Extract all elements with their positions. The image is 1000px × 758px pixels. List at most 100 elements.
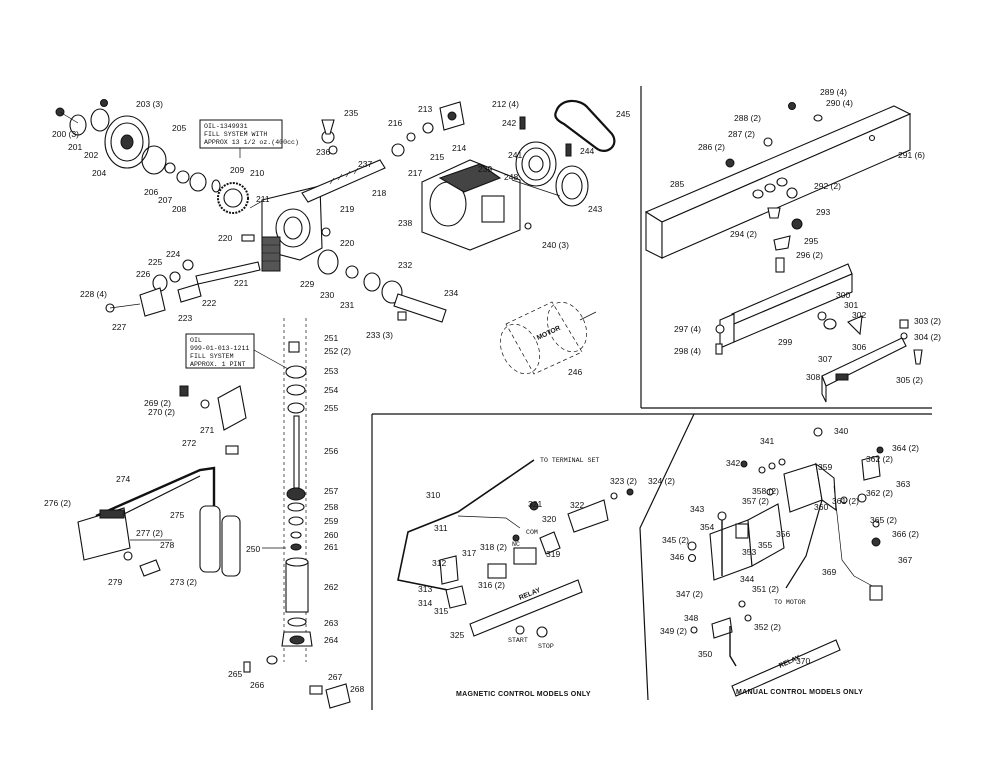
part-label: 205 <box>172 123 186 133</box>
start-label: START <box>508 637 528 644</box>
part-label: 348 <box>684 613 698 623</box>
part-label: 216 <box>388 118 402 128</box>
part-label: 253 <box>324 366 338 376</box>
part-label: 257 <box>324 486 338 496</box>
part-label: 214 <box>452 143 466 153</box>
to-terminal-label: TO TERMINAL SET <box>540 457 599 464</box>
part-label: 297 (4) <box>674 324 701 334</box>
oil-note-2-line-1: OIL <box>190 337 202 344</box>
part-label: 225 <box>148 257 162 267</box>
part-label: 365 (2) <box>870 515 897 525</box>
part-label: 324 (2) <box>648 476 675 486</box>
com-label: COM <box>526 529 538 536</box>
part-label: 366 (2) <box>892 529 919 539</box>
part-label: 278 <box>160 540 174 550</box>
part-label: 312 <box>432 558 446 568</box>
part-label: 304 (2) <box>914 332 941 342</box>
part-label: 300 <box>836 290 850 300</box>
oil-note-2-line-4: APPROX. 1 PINT <box>190 361 245 368</box>
part-label: 347 (2) <box>676 589 703 599</box>
part-label: 200 (3) <box>52 129 79 139</box>
part-label: 367 <box>898 555 912 565</box>
part-label: 209 <box>230 165 244 175</box>
part-label: 274 <box>116 474 130 484</box>
part-label: 298 (4) <box>674 346 701 356</box>
part-label: 261 <box>324 542 338 552</box>
part-label: 219 <box>340 204 354 214</box>
wiring-labels: TO TERMINAL SET COM NC START STOP TO MOT… <box>508 457 806 650</box>
part-label: 266 <box>250 680 264 690</box>
part-label: 323 (2) <box>610 476 637 486</box>
part-label: 363 <box>896 479 910 489</box>
part-label: 354 <box>700 522 714 532</box>
oil-note-2-line-2: 999-01-013-1211 <box>190 345 249 352</box>
oil-note-1-line-3: APPROX 13 1/2 oz.(400cc) <box>204 139 299 146</box>
part-label: 289 (4) <box>820 87 847 97</box>
part-label: 267 <box>328 672 342 682</box>
part-label: 264 <box>324 635 338 645</box>
part-label: 213 <box>418 104 432 114</box>
oil-note-1-line-2: FILL SYSTEM WITH <box>204 131 267 138</box>
part-label: 325 <box>450 630 464 640</box>
part-label: 223 <box>178 313 192 323</box>
part-label: 364 (2) <box>892 443 919 453</box>
part-label: 351 (2) <box>752 584 779 594</box>
part-label: 208 <box>172 204 186 214</box>
part-label: 204 <box>92 168 106 178</box>
part-label: 359 <box>818 462 832 472</box>
part-label: 276 (2) <box>44 498 71 508</box>
part-label: 296 (2) <box>796 250 823 260</box>
part-label: 352 (2) <box>754 622 781 632</box>
part-label: 291 (6) <box>898 150 925 160</box>
part-label: 350 <box>698 649 712 659</box>
part-label: 315 <box>434 606 448 616</box>
part-label: 231 <box>340 300 354 310</box>
rail-assembly <box>644 102 923 403</box>
part-label: 203 (3) <box>136 99 163 109</box>
part-label: 202 <box>84 150 98 160</box>
part-label: 210 <box>250 168 264 178</box>
part-label: 345 (2) <box>662 535 689 545</box>
to-motor-label: TO MOTOR <box>774 599 806 606</box>
oil-note-2: OIL 999-01-013-1211 FILL SYSTEM APPROX. … <box>185 333 291 371</box>
part-label: 250 <box>246 544 260 554</box>
part-label: 346 <box>670 552 684 562</box>
part-label: 294 (2) <box>730 229 757 239</box>
gearbox-assembly <box>55 99 465 323</box>
part-label: 262 <box>324 582 338 592</box>
part-label: 362 (2) <box>866 454 893 464</box>
part-label: 299 <box>778 337 792 347</box>
oil-note-1: OIL-1349931 FILL SYSTEM WITH APPROX 13 1… <box>199 119 299 158</box>
part-label: 273 (2) <box>170 577 197 587</box>
stop-label: STOP <box>538 643 554 650</box>
part-label: 242 <box>502 118 516 128</box>
part-label: 308 <box>806 372 820 382</box>
part-label: 357 (2) <box>742 496 769 506</box>
part-label: 228 (4) <box>80 289 107 299</box>
part-label: 292 (2) <box>814 181 841 191</box>
motor-label: MOTOR <box>536 325 562 342</box>
part-label: 270 (2) <box>148 407 175 417</box>
part-label: 255 <box>324 403 338 413</box>
part-label: 306 <box>852 342 866 352</box>
part-label: 287 (2) <box>728 129 755 139</box>
part-label: 277 (2) <box>136 528 163 538</box>
part-label: 353 <box>742 547 756 557</box>
part-label: 349 (2) <box>660 626 687 636</box>
pulleys-belt <box>511 99 616 207</box>
part-label: 256 <box>324 446 338 456</box>
part-label: 370 <box>796 656 810 666</box>
part-label: 207 <box>158 195 172 205</box>
part-label: 369 <box>822 567 836 577</box>
part-label: 239 <box>478 164 492 174</box>
part-label: 344 <box>740 574 754 584</box>
part-label: 248 <box>504 172 518 182</box>
part-label: 303 (2) <box>914 316 941 326</box>
part-label: 237 <box>358 159 372 169</box>
part-label: 234 <box>444 288 458 298</box>
part-label: 358 (2) <box>752 486 779 496</box>
part-label: 313 <box>418 584 432 594</box>
part-label: 212 (4) <box>492 99 519 109</box>
part-label: 279 <box>108 577 122 587</box>
part-label: 272 <box>182 438 196 448</box>
